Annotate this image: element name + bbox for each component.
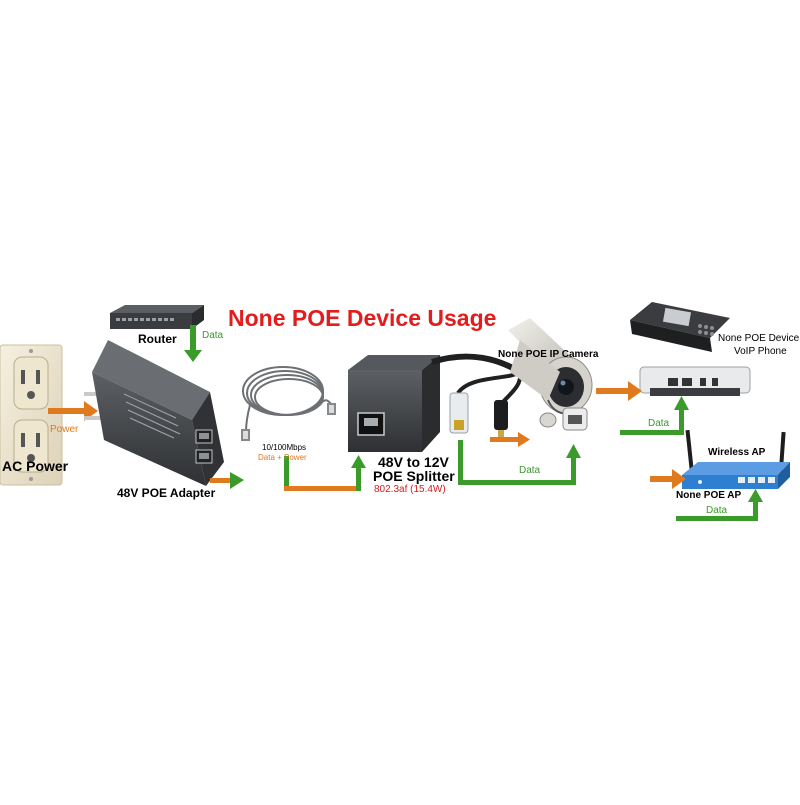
power-label: Power bbox=[50, 424, 79, 435]
cable-speed-label: 10/100Mbps bbox=[262, 443, 307, 452]
camera-label: None POE IP Camera bbox=[498, 349, 599, 360]
ap-label: None POE AP bbox=[676, 490, 742, 501]
router-data-arrow bbox=[184, 325, 202, 362]
adapter-output-arrow bbox=[210, 472, 244, 489]
adapter-label: 48V POE Adapter bbox=[117, 486, 216, 500]
camera-data-arrow bbox=[458, 440, 581, 485]
splitter-spec-label: 802.3af (15.4W) bbox=[374, 484, 446, 495]
router-data-label: Data bbox=[202, 330, 224, 341]
router-label: Router bbox=[138, 332, 177, 346]
phone-power-arrow bbox=[596, 381, 642, 401]
voip-phone-icon bbox=[630, 302, 751, 396]
phone-data-arrow bbox=[620, 396, 689, 435]
ethernet-cable-icon bbox=[241, 366, 336, 441]
wall-outlet-icon bbox=[0, 344, 63, 486]
wireless-ap-label: Wireless AP bbox=[708, 447, 766, 458]
phone-label-line2: VoIP Phone bbox=[734, 346, 787, 357]
poe-splitter-icon bbox=[348, 353, 523, 452]
ap-power-arrow bbox=[650, 469, 686, 489]
phone-label-line1: None POE Device bbox=[718, 333, 800, 344]
splitter-to-camera-arrow bbox=[490, 432, 530, 447]
camera-data-label: Data bbox=[519, 465, 541, 476]
splitter-label-line1: 48V to 12V bbox=[378, 454, 449, 470]
ip-camera-icon bbox=[508, 318, 593, 431]
cable-payload-label: Data + Power bbox=[258, 453, 307, 462]
network-switch-icon bbox=[110, 305, 204, 329]
splitter-label-line2: POE Splitter bbox=[373, 468, 455, 484]
cable-to-splitter-arrow bbox=[284, 455, 366, 491]
ap-data-label: Data bbox=[706, 505, 728, 516]
wireless-ap-icon bbox=[682, 429, 790, 489]
diagram-title: None POE Device Usage bbox=[228, 305, 497, 331]
poe-adapter-icon bbox=[84, 340, 224, 486]
ac-power-label: AC Power bbox=[2, 458, 69, 474]
ap-data-arrow bbox=[676, 489, 763, 521]
phone-data-label: Data bbox=[648, 418, 670, 429]
